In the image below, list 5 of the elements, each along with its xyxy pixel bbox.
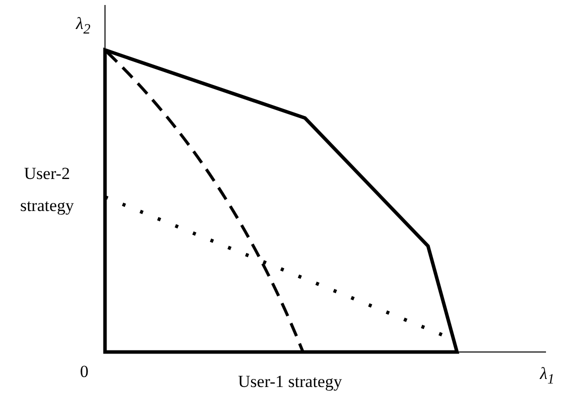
axis-label: User-2 strategy (19, 163, 75, 218)
axis-label: User-1 strategy (237, 371, 343, 393)
axis-label: λ$_{1}$ (540, 363, 554, 390)
axis-label: λ$_{2}$ (76, 13, 90, 40)
origin-label: 0 (80, 361, 88, 383)
